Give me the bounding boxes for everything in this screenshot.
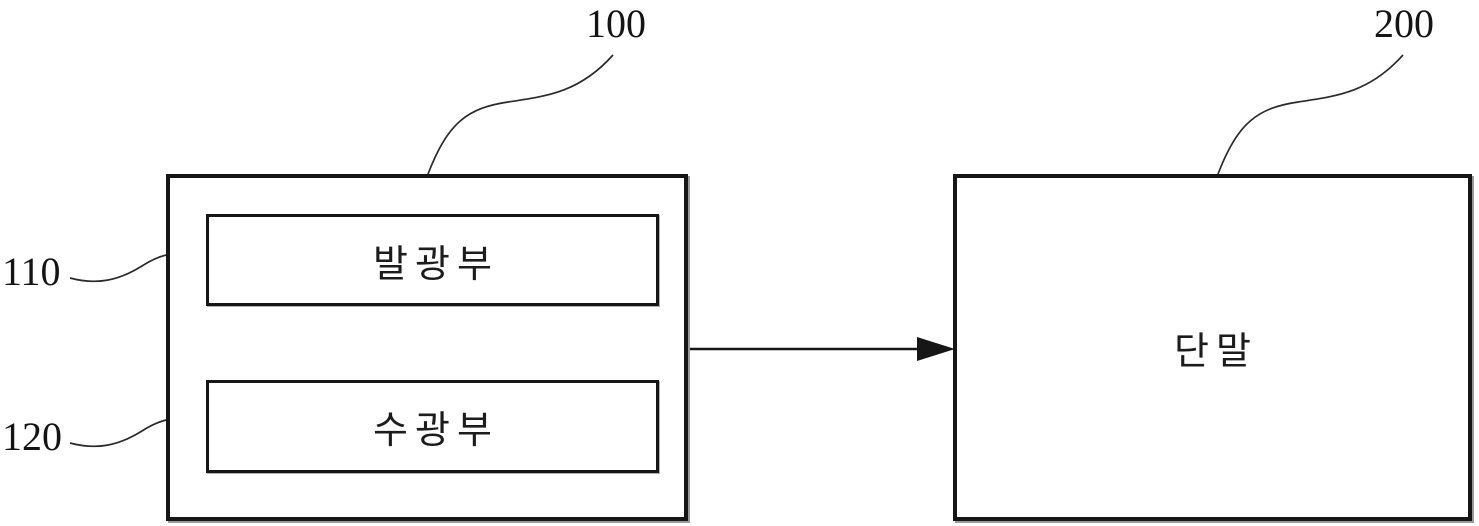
ref-number-200: 200 [1374,1,1434,46]
receiver-box: 수광부 [206,380,659,473]
terminal-label: 단말 [1174,331,1258,373]
ref-number-120: 120 [2,414,62,459]
ref-number-100: 100 [586,1,646,46]
leader-line-200 [1217,54,1404,175]
arrow-head-icon [917,337,955,361]
emitter-label: 발광부 [373,243,499,286]
leader-line-100 [427,54,614,175]
ref-number-110: 110 [2,249,61,294]
terminal-box: 단말 [953,174,1472,521]
receiver-label: 수광부 [373,410,499,452]
emitter-box: 발광부 [206,214,659,306]
